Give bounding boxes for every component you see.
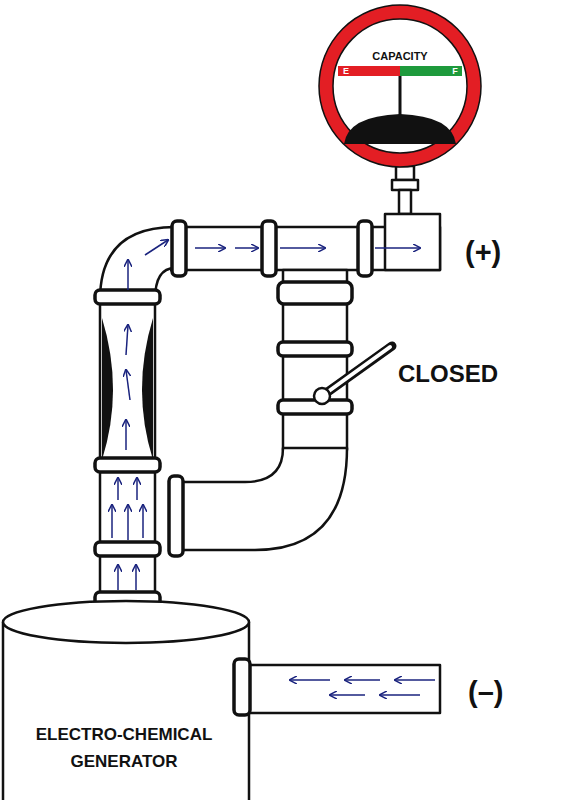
terminal-label: (+) bbox=[465, 236, 501, 269]
scale-mark: F bbox=[452, 64, 458, 78]
constriction bbox=[142, 318, 153, 460]
pipe-collar bbox=[95, 542, 160, 556]
pipe-collar bbox=[358, 221, 372, 276]
pipe-collar bbox=[172, 221, 186, 276]
pipe-collar bbox=[262, 221, 276, 276]
generator-label: ELECTRO-CHEMICAL GENERATOR bbox=[24, 721, 224, 775]
pipe-collar bbox=[169, 476, 183, 556]
gauge-rim bbox=[319, 5, 481, 167]
terminal-label: (–) bbox=[468, 676, 503, 709]
pipe-collar bbox=[95, 458, 160, 472]
return-pipe bbox=[248, 665, 440, 713]
generator-cylinder: ELECTRO-CHEMICAL GENERATOR bbox=[0, 598, 252, 800]
cylinder-body bbox=[3, 622, 249, 800]
constriction bbox=[102, 318, 113, 460]
gauge-stem bbox=[399, 190, 411, 214]
gauge-dome bbox=[344, 114, 456, 144]
gauge-stem bbox=[396, 166, 414, 180]
capacity-gauge-outline bbox=[318, 4, 482, 168]
capacity-gauge: CAPACITY E F bbox=[318, 4, 482, 168]
gauge-rim bbox=[333, 19, 467, 153]
scale-mark: E bbox=[343, 64, 349, 78]
tee-fitting bbox=[385, 214, 440, 270]
valve-state: CLOSED bbox=[398, 360, 498, 388]
valve-handle bbox=[322, 346, 392, 396]
pipe-collar bbox=[95, 290, 160, 304]
gauge-nut bbox=[392, 180, 418, 190]
branch-elbow bbox=[175, 448, 347, 550]
valve-pivot bbox=[314, 388, 330, 404]
pipe-collar bbox=[234, 659, 250, 715]
pipe-collar bbox=[278, 282, 352, 304]
pipe-collar bbox=[278, 400, 352, 414]
valve-handle bbox=[322, 347, 390, 396]
gauge-title: CAPACITY bbox=[372, 48, 427, 66]
cylinder-top bbox=[3, 601, 249, 643]
gauge-ring bbox=[326, 12, 474, 160]
pipe-collar bbox=[278, 342, 352, 356]
